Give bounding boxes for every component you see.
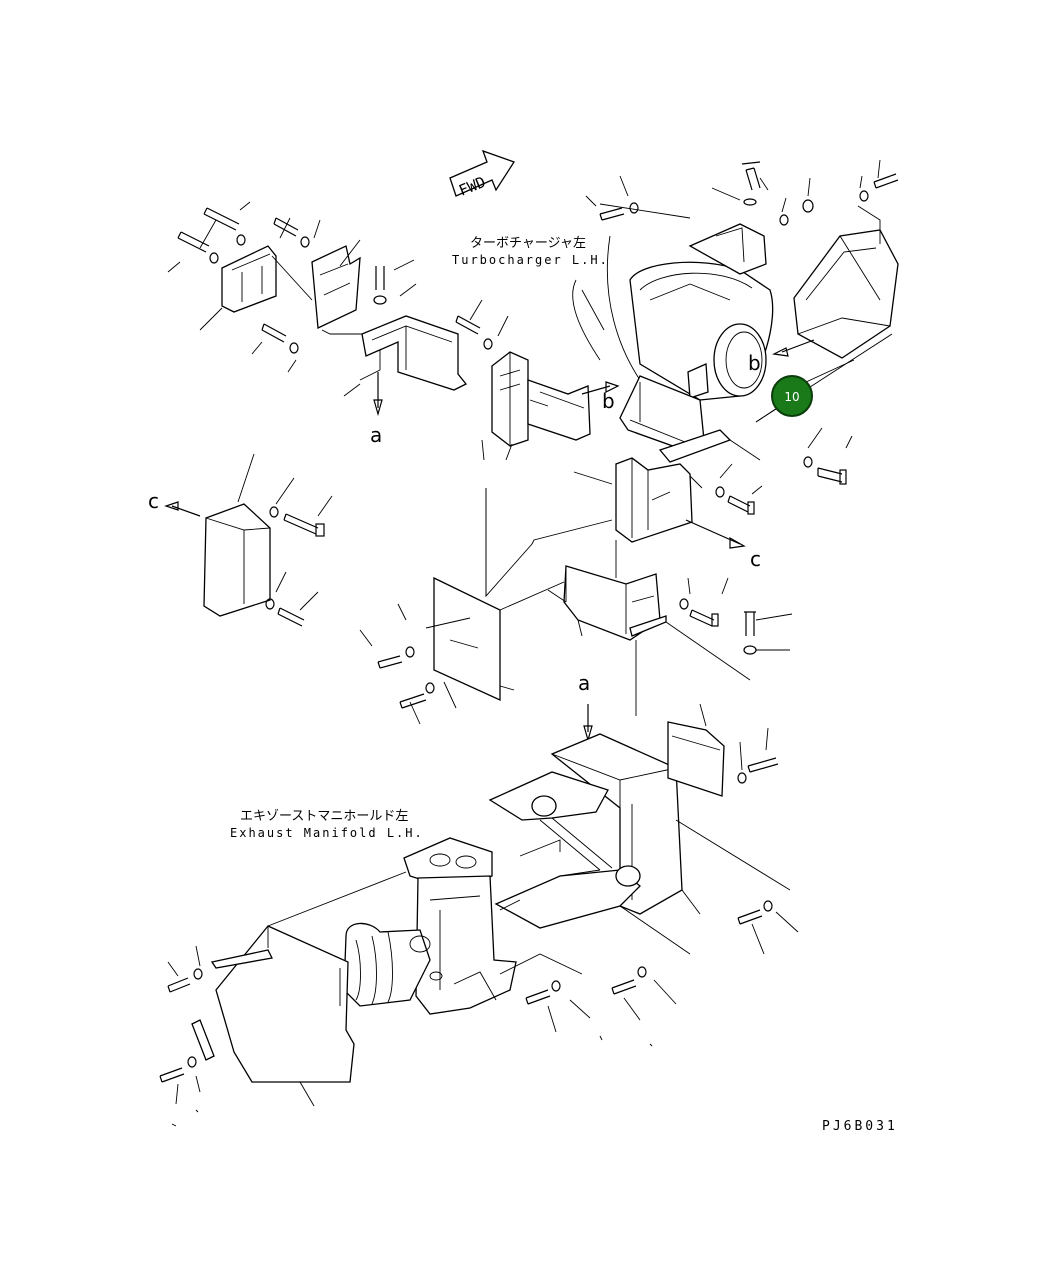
turbo-top-fasteners <box>585 161 814 226</box>
center-turbo-bracket: c <box>573 457 763 578</box>
middle-right-bracket <box>547 565 793 716</box>
lower-left-plate <box>159 871 407 1127</box>
middle-plate <box>359 488 613 725</box>
upper-center-bracket: b <box>455 299 620 596</box>
drawing-code: PJ6B031 <box>822 1119 898 1134</box>
ref-letter-c-right: c <box>750 547 761 571</box>
upper-middle-bracket: a <box>343 259 468 447</box>
turbocharger <box>572 203 774 489</box>
lower-center-fasteners <box>499 900 799 1047</box>
lower-bracket-assembly <box>488 703 791 929</box>
turbocharger-label: ターボチャージャ左 Turbocharger L.H. <box>452 236 609 267</box>
ref-letter-b-right: b <box>748 351 761 375</box>
callout-circle <box>771 375 813 417</box>
lower-a-marker: a <box>578 671 593 743</box>
exhaust-manifold-label-en: Exhaust Manifold L.H. <box>230 826 424 840</box>
ref-letter-a-upper: a <box>370 423 382 447</box>
turbocharger-label-en: Turbocharger L.H. <box>452 253 609 267</box>
ref-letter-a-lower: a <box>578 671 590 695</box>
upper-left-bracket-group <box>167 201 372 373</box>
callout-10: 10 <box>755 359 855 423</box>
exhaust-manifold <box>343 837 517 1015</box>
exhaust-manifold-label: エキゾーストマニホールド左 Exhaust Manifold L.H. <box>230 809 424 840</box>
ref-letter-c-left: c <box>148 489 159 513</box>
turbo-right-fasteners <box>803 427 853 485</box>
left-mid-block: c <box>148 453 333 627</box>
ref-letter-b-left: b <box>602 389 615 413</box>
fwd-arrow-icon: FWD <box>449 149 515 200</box>
callout-number: 10 <box>784 390 799 404</box>
exhaust-manifold-label-jp: エキゾーストマニホールド左 <box>240 809 408 824</box>
turbocharger-label-jp: ターボチャージャ左 <box>470 236 586 251</box>
heat-shield: b <box>748 159 899 423</box>
